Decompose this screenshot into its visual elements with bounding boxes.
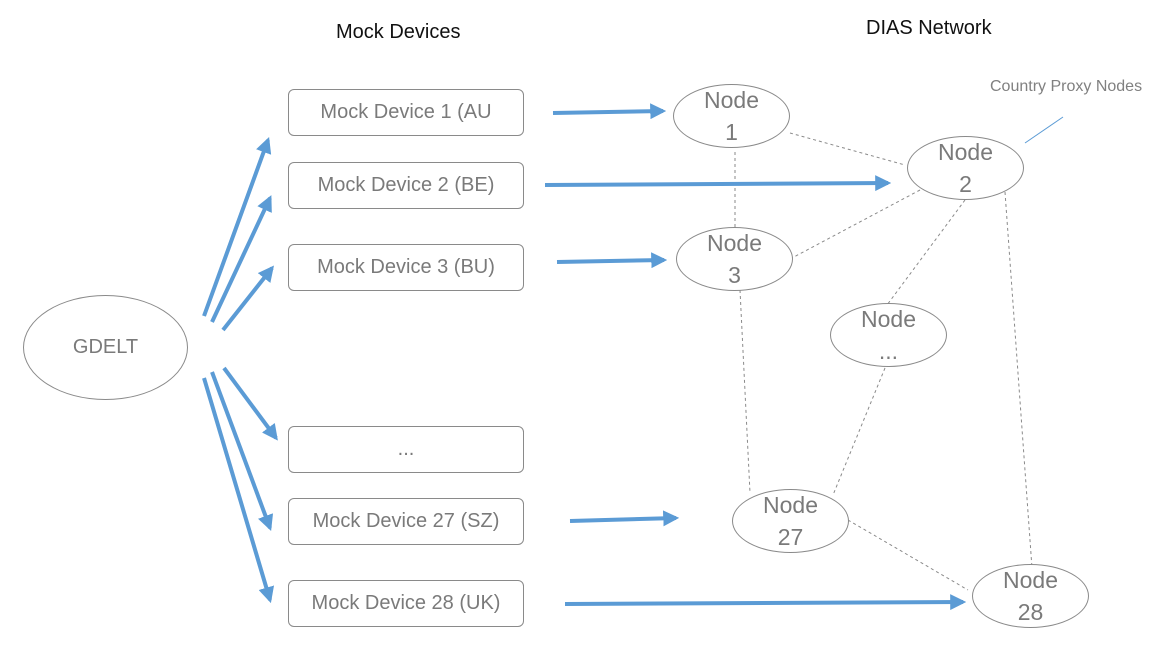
node-3-number: 3 — [728, 262, 741, 288]
node-1-number: 1 — [725, 119, 738, 145]
node-more: Node ... — [830, 303, 947, 367]
node-2-number: 2 — [959, 171, 972, 197]
arrow-gdelt-device27 — [210, 371, 274, 531]
link-node2-node28 — [1004, 191, 1033, 569]
arrow-gdelt-devicemore — [222, 366, 278, 441]
node-28: Node 28 — [972, 564, 1089, 628]
node-1-word: Node — [704, 87, 759, 113]
gdelt-source-node: GDELT — [23, 295, 188, 400]
node-27-number: 27 — [777, 524, 804, 550]
node-3-word: Node — [707, 230, 762, 256]
country-proxy-nodes-annotation: Country Proxy Nodes — [990, 78, 1143, 95]
link-node27-node28 — [847, 519, 969, 591]
arrow-gdelt-device2 — [210, 195, 272, 323]
link-node2-nodemore — [886, 199, 966, 306]
link-node2-node3 — [791, 189, 921, 259]
arrow-device28-node28 — [564, 594, 967, 611]
node-2: Node 2 — [907, 136, 1024, 200]
node-more-word: Node — [861, 306, 916, 332]
link-node3-node27 — [739, 289, 751, 494]
arrow-gdelt-device1 — [202, 136, 272, 317]
arrow-device27-node27 — [569, 510, 680, 527]
node-more-number: ... — [878, 338, 899, 364]
gdelt-label: GDELT — [72, 336, 139, 358]
mock-device-27-box: Mock Device 27 (SZ) — [288, 498, 524, 545]
mock-device-3-box: Mock Device 3 (BU) — [288, 244, 524, 291]
arrow-gdelt-device28 — [202, 377, 275, 604]
annotation-leader-line — [1024, 116, 1064, 144]
arrow-device1-node1 — [552, 103, 667, 120]
node-3: Node 3 — [676, 227, 793, 291]
mock-device-more-box: ... — [288, 426, 524, 473]
node-28-word: Node — [1003, 567, 1058, 593]
node-27-word: Node — [763, 492, 818, 518]
dias-network-header: DIAS Network — [866, 17, 992, 39]
node-27: Node 27 — [732, 489, 849, 553]
link-node1-node2 — [789, 132, 906, 166]
mock-device-1-box: Mock Device 1 (AU — [288, 89, 524, 136]
arrow-gdelt-device3 — [221, 265, 274, 332]
arrow-device3-node3 — [556, 252, 668, 269]
node-28-number: 28 — [1017, 599, 1044, 625]
node-2-word: Node — [938, 139, 993, 165]
arrow-device2-node2 — [544, 175, 892, 192]
mock-device-28-box: Mock Device 28 (UK) — [288, 580, 524, 627]
mock-devices-header: Mock Devices — [336, 21, 461, 43]
link-nodemore-node27 — [832, 367, 886, 496]
mock-device-2-box: Mock Device 2 (BE) — [288, 162, 524, 209]
node-1: Node 1 — [673, 84, 790, 148]
